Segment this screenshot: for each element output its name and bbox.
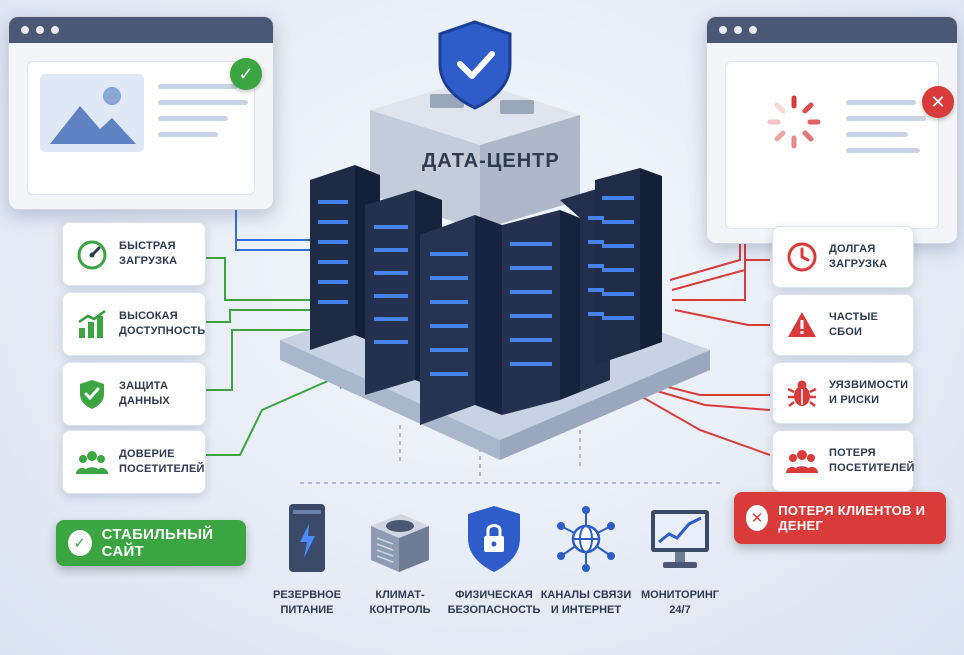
monitor-chart-icon	[630, 500, 730, 574]
status-text: ПОТЕРЯ КЛИЕНТОВ И ДЕНЕГ	[778, 503, 926, 533]
feature-label: ПОТЕРЯ ПОСЕТИТЕЛЕЙ	[829, 447, 915, 474]
warning-icon	[785, 308, 819, 342]
users-icon	[785, 444, 819, 478]
close-icon: ✕	[922, 86, 954, 118]
feature-label: ЧАСТЫЕ СБОИ	[829, 311, 879, 338]
fan-icon	[350, 500, 450, 574]
growth-chart-icon	[75, 307, 109, 341]
shield-check-icon	[75, 377, 109, 411]
feature-label: ВЫСОКАЯ ДОСТУПНОСТЬ	[119, 310, 206, 337]
window-titlebar	[9, 17, 273, 43]
infra-label: МОНИТОРИНГ 24/7	[641, 589, 719, 617]
feature-card-visitor-trust: ДОВЕРИЕ ПОСЕТИТЕЛЕЙ	[62, 430, 206, 494]
power-supply-icon	[257, 500, 357, 574]
lock-shield-icon	[444, 500, 544, 574]
infra-backup-power: РЕЗЕРВНОЕ ПИТАНИЕ	[257, 500, 357, 619]
feature-label: ДОЛГАЯ ЗАГРУЗКА	[829, 243, 888, 270]
close-icon: ✕	[746, 505, 769, 531]
window-titlebar	[707, 17, 957, 43]
page-preview	[725, 61, 939, 229]
infra-monitoring: МОНИТОРИНГ 24/7	[630, 500, 730, 619]
browser-window-stable	[8, 16, 274, 210]
status-text: СТАБИЛЬНЫЙ САЙТ	[101, 526, 214, 560]
feature-card-data-protection: ЗАЩИТА ДАННЫХ	[62, 362, 206, 426]
feature-label: УЯЗВИМОСТИ И РИСКИ	[829, 379, 909, 406]
bug-icon	[785, 376, 819, 410]
datacenter-illustration	[280, 20, 710, 460]
infra-network: КАНАЛЫ СВЯЗИ И ИНТЕРНЕТ	[536, 500, 636, 619]
feature-label: ЗАЩИТА ДАННЫХ	[119, 380, 170, 407]
feature-card-visitor-loss: ПОТЕРЯ ПОСЕТИТЕЛЕЙ	[772, 430, 914, 492]
feature-card-slow-loading: ДОЛГАЯ ЗАГРУЗКА	[772, 226, 914, 288]
clock-icon	[785, 240, 819, 274]
status-pill-loss: ✕ ПОТЕРЯ КЛИЕНТОВ И ДЕНЕГ	[734, 492, 946, 544]
loading-spinner-icon	[767, 95, 821, 149]
status-pill-stable: ✓ СТАБИЛЬНЫЙ САЙТ	[56, 520, 246, 566]
infra-label: КАНАЛЫ СВЯЗИ И ИНТЕРНЕТ	[540, 589, 632, 617]
speedometer-icon	[75, 237, 109, 271]
infra-label: РЕЗЕРВНОЕ ПИТАНИЕ	[272, 589, 342, 617]
feature-card-vulnerabilities: УЯЗВИМОСТИ И РИСКИ	[772, 362, 914, 424]
image-placeholder-icon	[40, 74, 144, 152]
browser-window-failing	[706, 16, 958, 244]
datacenter-label: ДАТА-ЦЕНТР	[422, 150, 560, 172]
infra-label: ФИЗИЧЕСКАЯ БЕЗОПАСНОСТЬ	[447, 589, 541, 617]
check-icon: ✓	[68, 530, 92, 556]
users-icon	[75, 445, 109, 479]
feature-label: ДОВЕРИЕ ПОСЕТИТЕЛЕЙ	[119, 448, 205, 475]
feature-card-fast-loading: БЫСТРАЯ ЗАГРУЗКА	[62, 222, 206, 286]
network-globe-icon	[536, 500, 636, 574]
feature-card-high-availability: ВЫСОКАЯ ДОСТУПНОСТЬ	[62, 292, 206, 356]
feature-card-frequent-failures: ЧАСТЫЕ СБОИ	[772, 294, 914, 356]
page-preview	[27, 61, 255, 195]
infra-physical-security: ФИЗИЧЕСКАЯ БЕЗОПАСНОСТЬ	[444, 500, 544, 619]
infra-label: КЛИМАТ- КОНТРОЛЬ	[369, 589, 431, 617]
feature-label: БЫСТРАЯ ЗАГРУЗКА	[119, 240, 178, 267]
infra-climate-control: КЛИМАТ- КОНТРОЛЬ	[350, 500, 450, 619]
check-icon: ✓	[230, 58, 262, 90]
